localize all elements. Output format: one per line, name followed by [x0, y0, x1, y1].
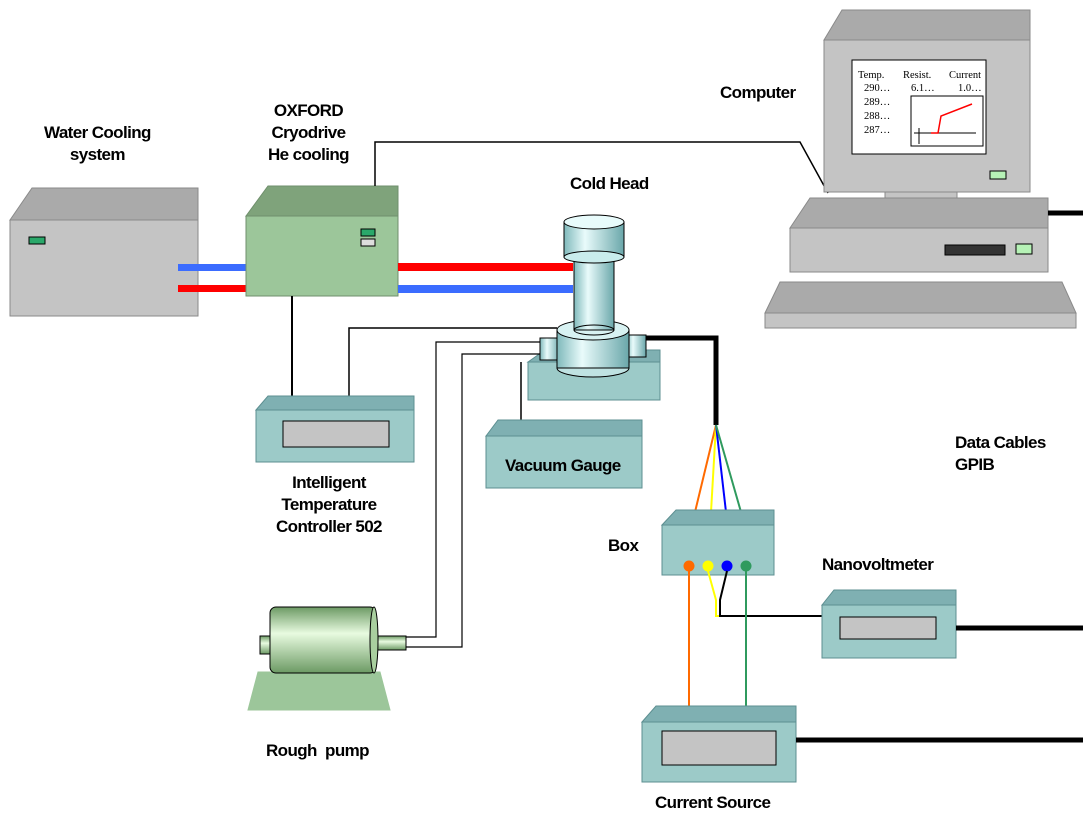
led-icon: [28, 236, 46, 245]
nanovoltmeter: [820, 589, 957, 659]
rough-pump: [247, 606, 407, 711]
water-cooling-unit: [9, 187, 199, 317]
indicator-icon: [360, 238, 376, 247]
yellow-terminal: [702, 560, 714, 572]
data-cables-label: Data Cables GPIB: [955, 432, 1046, 476]
label-line: Controller 502: [276, 517, 383, 536]
label-line: Intelligent: [292, 473, 366, 492]
hot-water-pipe: [178, 285, 246, 292]
label-line: GPIB: [955, 455, 995, 474]
screen-header-current: Current: [949, 70, 982, 81]
itc-coldhead-cable: [348, 327, 557, 396]
cold-head-label: Cold Head: [570, 174, 649, 193]
vacuum-line-inner: [405, 353, 540, 648]
label-line: Cryodrive: [271, 123, 346, 142]
nanovoltmeter-label: Nanovoltmeter: [822, 555, 934, 574]
box-label: Box: [608, 536, 639, 555]
label-line: Water Cooling: [44, 123, 151, 142]
screen-current-value: 1.0…: [958, 83, 982, 94]
label-line: OXFORD: [273, 101, 344, 120]
cryodrive-label: OXFORD Cryodrive He cooling: [268, 100, 350, 166]
sample-cable: [646, 335, 719, 425]
display-window: [282, 420, 390, 448]
cryodrive-unit: [245, 185, 399, 297]
rough-pump-label: Rough pump: [266, 741, 370, 760]
orange-wire: [694, 424, 717, 513]
screen-resist-value: 6.1…: [911, 83, 935, 94]
led-icon: [360, 228, 376, 237]
he-return-pipe: [398, 285, 573, 293]
screen-temp-value: 287…: [864, 125, 891, 136]
temperature-controller: [254, 395, 415, 463]
cryodrive-data-cable: [374, 141, 829, 194]
vacuum-gauge: [485, 419, 643, 489]
orange-terminal: [683, 560, 695, 572]
vacuum-line-outer: [405, 341, 540, 638]
power-led-icon: [989, 170, 1007, 180]
label-line: He cooling: [268, 145, 350, 164]
label-line: Data Cables: [955, 433, 1046, 452]
blue-wire: [715, 424, 727, 513]
junction-box: [660, 509, 775, 576]
he-supply-pipe: [398, 263, 573, 271]
power-led-icon: [1015, 243, 1033, 255]
screen-temp-value: 288…: [864, 111, 891, 122]
computer-label: Computer: [720, 83, 796, 102]
vacuum-gauge-label: Vacuum Gauge: [505, 456, 621, 475]
green-terminal: [740, 560, 752, 572]
current-source-label: Current Source: [655, 793, 771, 812]
current-source: [640, 705, 797, 783]
computer: [764, 9, 1077, 329]
label-line: Temperature: [281, 495, 377, 514]
resistance-plot: [910, 95, 984, 147]
screen-temp-value: 290…: [864, 83, 891, 94]
voltage-lead: [719, 570, 822, 617]
label-line: system: [69, 145, 126, 164]
temperature-controller-label: Intelligent Temperature Controller 502: [276, 472, 383, 538]
water-cooling-label: Water Cooling system: [44, 122, 151, 166]
display-window: [839, 616, 937, 640]
green-wire: [715, 424, 742, 513]
cold-water-pipe: [178, 264, 246, 271]
screen-header-resist: Resist.: [903, 70, 932, 81]
screen-header-temp: Temp.: [858, 70, 885, 81]
display-window: [661, 730, 777, 766]
screen-temp-value: 289…: [864, 97, 891, 108]
blue-terminal: [721, 560, 733, 572]
cold-head: [526, 214, 661, 401]
disk-drive-icon: [944, 244, 1006, 256]
yellow-wire: [710, 424, 717, 513]
